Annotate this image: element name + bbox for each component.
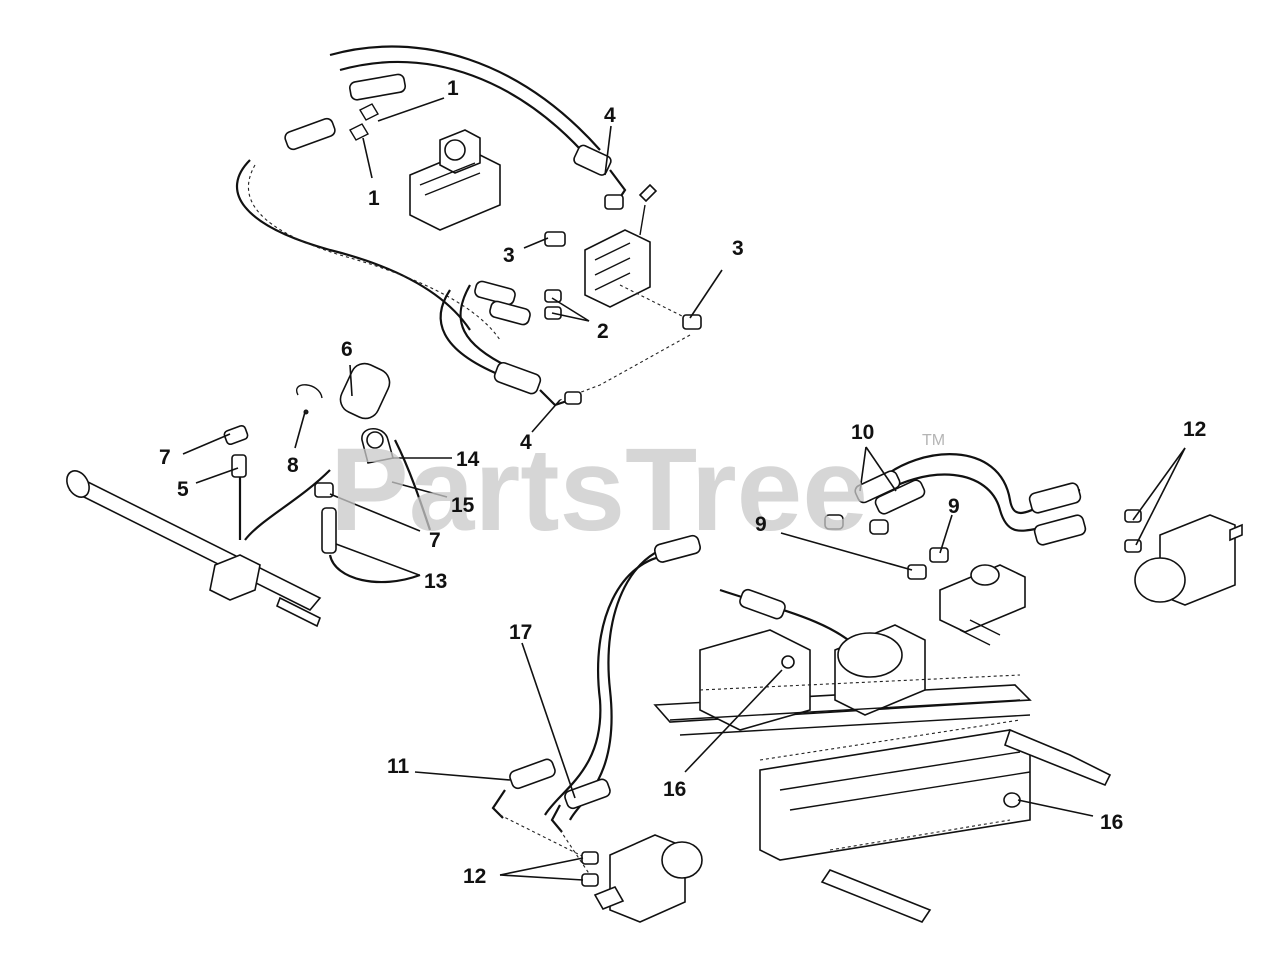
callout-13: 13 (424, 570, 447, 593)
callout-4-upper: 4 (604, 104, 616, 127)
callout-10: 10 (851, 421, 874, 444)
watermark-text: PartsTree (330, 424, 868, 556)
tractor-frame (544, 534, 1112, 923)
callout-17: 17 (509, 621, 532, 644)
left-wheel-motor-assembly (491, 758, 703, 923)
callout-9-right: 9 (948, 495, 960, 518)
callout-12-lower: 12 (463, 865, 486, 888)
callout-9-left: 9 (755, 513, 767, 536)
pump-body (409, 129, 501, 231)
callout-16-right: 16 (1100, 811, 1123, 834)
callout-3-right: 3 (732, 237, 744, 260)
parts-tree-watermark: PartsTree TM (330, 424, 945, 556)
right-wheel-motor-assembly (824, 453, 1243, 646)
control-valve (584, 183, 658, 308)
callout-11: 11 (387, 755, 410, 778)
callout-7-left: 7 (159, 446, 171, 469)
callout-7-right: 7 (429, 529, 441, 552)
watermark-trademark: TM (922, 432, 945, 449)
upper-hose-assembly (235, 45, 702, 407)
callout-1-upper: 1 (447, 77, 459, 100)
callout-numbers: 1 1 4 3 3 2 6 8 7 5 14 15 7 13 4 10 12 9… (159, 77, 1206, 888)
callout-leaders (182, 97, 1186, 881)
callout-5: 5 (177, 478, 189, 501)
callout-16-left: 16 (663, 778, 686, 801)
callout-6: 6 (341, 338, 353, 361)
callout-14: 14 (456, 448, 480, 471)
callout-12-right: 12 (1183, 418, 1206, 441)
callout-3-left: 3 (503, 244, 515, 267)
callout-15: 15 (451, 494, 475, 517)
callout-4-lower: 4 (520, 431, 532, 454)
callout-8: 8 (287, 454, 299, 477)
lift-cylinder-assembly (66, 362, 432, 628)
callout-2: 2 (597, 320, 609, 343)
callout-1-lower: 1 (368, 187, 380, 210)
